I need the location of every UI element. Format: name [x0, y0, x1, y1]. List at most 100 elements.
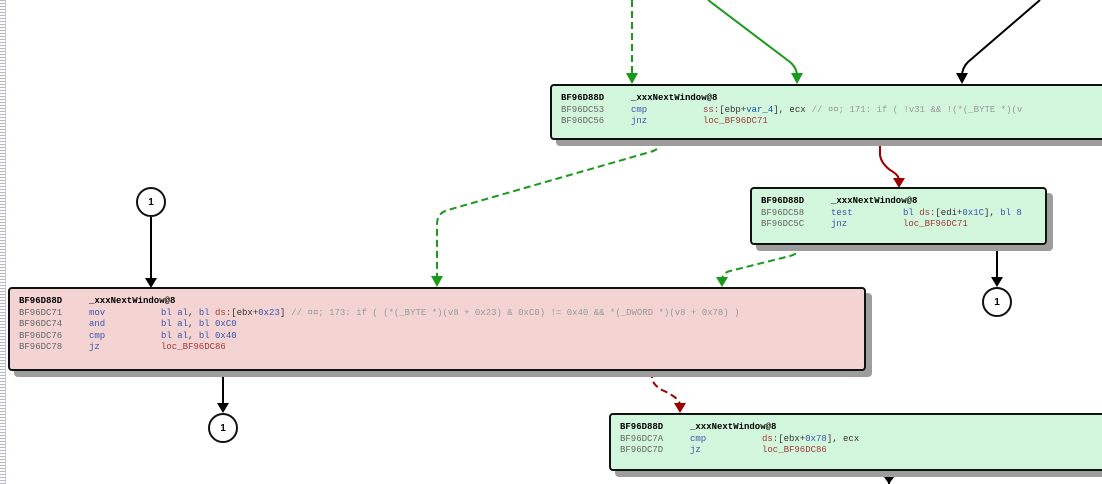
operands: loc_BF96DC71 [903, 219, 968, 231]
mnemonic: and [89, 319, 106, 329]
arrowhead-icon [884, 477, 894, 484]
connector-node[interactable]: 1 [982, 287, 1012, 317]
connector-label: 1 [220, 422, 226, 434]
operand-token: bl [198, 307, 216, 318]
instruction-address: BF96DC76 [19, 330, 63, 341]
operand-token: [ebx+ [778, 433, 806, 444]
operands: bl al, bl 0xC0 [161, 319, 237, 331]
instruction-row[interactable]: BF96DC71 mov bl al, bl ds:[ebx+0x23] // ¤¤;… [19, 308, 856, 320]
connector-node[interactable]: 1 [136, 187, 166, 217]
operands: ss:[ebp+var_4], ecx [703, 105, 806, 117]
edge-true-n1-to-n3[interactable] [436, 139, 661, 278]
header-address: BF96D88D [761, 196, 805, 206]
mnemonic: cmp [631, 104, 648, 115]
connector-label: 1 [148, 196, 154, 208]
arrowhead-icon [991, 277, 1003, 287]
operand-token: ds: [215, 307, 232, 318]
instruction-row[interactable]: BF96DC74 and bl al, bl 0xC0 [19, 319, 856, 331]
edge-uncond-into-n1[interactable] [707, 0, 798, 77]
instruction-address: BF96DC78 [19, 342, 63, 352]
instruction-row[interactable]: BF96DC58 test bl ds:[edi+0x1C], bl 8 [761, 208, 1037, 220]
node-header: BF96D88D _xxxNextWindow@8 [761, 196, 1037, 208]
operand-token: ], ecx [826, 433, 860, 444]
mnemonic: jz [89, 342, 100, 352]
connector-node[interactable]: 1 [208, 413, 238, 443]
instruction-row[interactable]: BF96DC78 jz loc_BF96DC86 [19, 342, 856, 354]
operand-token: , [188, 319, 199, 329]
instruction-address: BF96DC7A [620, 433, 664, 444]
operand-token: bl 0x40 [198, 330, 237, 341]
arrowhead-icon [893, 178, 905, 188]
instruction-address: BF96DC53 [561, 104, 605, 115]
operand-token: [ebp+ [719, 104, 747, 115]
arrowhead-icon [956, 73, 968, 84]
edge-false-n1-to-n2[interactable] [879, 139, 900, 181]
arrowhead-icon [145, 278, 157, 288]
instruction-address: BF96DC74 [19, 319, 63, 329]
instruction-address: BF96DC71 [19, 307, 63, 318]
operands: loc_BF96DC86 [161, 342, 226, 354]
function-name: _xxxNextWindow@8 [690, 422, 777, 432]
operand-token: 0x1C [962, 207, 985, 218]
function-name: _xxxNextWindow@8 [631, 93, 718, 103]
operand-token: ds: [762, 433, 779, 444]
operand-token: , [188, 307, 199, 318]
operand-token: loc_BF96DC86 [161, 342, 226, 352]
function-name: _xxxNextWindow@8 [831, 196, 918, 206]
operand-token: [edi+ [935, 207, 963, 218]
instruction-row[interactable]: BF96DC53 cmp ss:[ebp+var_4], ecx // ¤¤; 171… [561, 105, 1102, 117]
operand-token: bl 0xC0 [198, 319, 237, 329]
operand-token: ], ecx [773, 104, 806, 115]
operands: bl al, bl 0x40 [161, 331, 237, 343]
mnemonic: test [831, 207, 853, 218]
instruction-comment: // ¤¤; 171: if ( !v31 && !(*(_BYTE *)(v [811, 104, 1023, 115]
operands: ds:[ebx+0x78], ecx [762, 434, 859, 446]
mnemonic: mov [89, 307, 106, 318]
operand-token: ss: [703, 104, 720, 115]
mnemonic: jnz [631, 116, 648, 126]
arrowhead-icon [674, 403, 686, 413]
operand-token: bl al [161, 307, 189, 318]
operand-token: bl al [161, 330, 189, 341]
instruction-row[interactable]: BF96DC76 cmp bl al, bl 0x40 [19, 331, 856, 343]
operand-token: loc_BF96DC71 [903, 219, 968, 229]
operands: loc_BF96DC71 [703, 116, 768, 128]
header-address: BF96D88D [19, 296, 63, 306]
function-name: _xxxNextWindow@8 [89, 296, 176, 306]
mnemonic: jz [690, 445, 701, 455]
arrowhead-icon [431, 276, 443, 287]
node-header: BF96D88D _xxxNextWindow@8 [561, 93, 1102, 105]
header-address: BF96D88D [620, 422, 664, 432]
node-header: BF96D88D _xxxNextWindow@8 [620, 422, 1102, 434]
edge-false-n3-to-n4[interactable] [651, 371, 681, 406]
node-header: BF96D88D _xxxNextWindow@8 [19, 296, 856, 308]
left-ruler [0, 0, 6, 484]
operand-token: var_4 [746, 104, 774, 115]
operand-token: [ebx+ [231, 307, 259, 318]
mnemonic: cmp [89, 330, 106, 341]
arrowhead-icon [626, 73, 638, 84]
operand-token: , [188, 330, 199, 341]
edge-black-into-n1[interactable] [961, 0, 1041, 77]
operand-token: ], [984, 207, 1001, 218]
operands: loc_BF96DC86 [762, 445, 827, 457]
connector-label: 1 [994, 296, 1000, 308]
operand-token: 0x23 [258, 307, 280, 318]
instruction-address: BF96DC58 [761, 207, 805, 218]
instruction-comment: // ¤¤; 173: if ( (*(_BYTE *)(v8 + 0x23) … [291, 307, 740, 318]
operands: bl ds:[edi+0x1C], bl 8 [903, 208, 1022, 220]
header-address: BF96D88D [561, 93, 605, 103]
operand-token: ] [279, 307, 286, 318]
operand-token: bl al [161, 319, 189, 329]
edge-true-n2-to-n3[interactable] [721, 244, 801, 281]
mnemonic: jnz [831, 219, 848, 229]
